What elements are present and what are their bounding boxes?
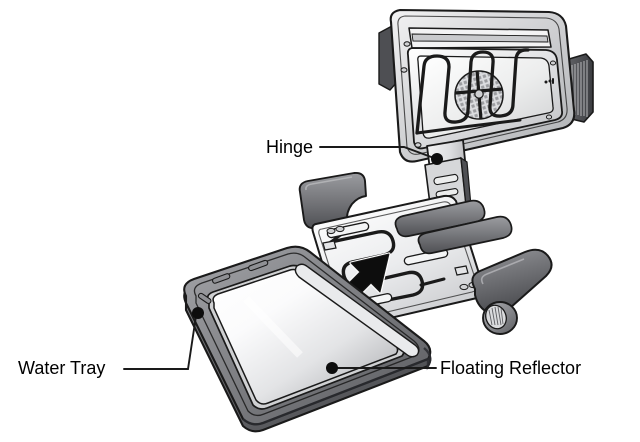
base-crossbar-upper	[394, 199, 486, 238]
callout-leaders	[123, 146, 437, 370]
callout-dots	[192, 153, 443, 374]
lid-shell-bevel	[397, 15, 568, 155]
base-crossbar-lower	[417, 215, 513, 255]
lid-top-rail-shadow	[411, 33, 549, 43]
leader-water-tray	[123, 315, 197, 370]
floating-reflector-sheen	[243, 296, 303, 358]
callout-label-water-tray: Water Tray	[18, 358, 106, 378]
water-tray-front-shadow	[242, 347, 432, 426]
lid-screw-bosses	[400, 41, 557, 148]
lid-heating-element	[415, 48, 530, 135]
callout-dot-hinge	[431, 153, 443, 165]
lid-label-marks	[544, 78, 554, 84]
callout-dot-floating-reflector	[326, 362, 338, 374]
water-tray-assembly	[183, 245, 432, 433]
latch-handle-highlight	[480, 258, 525, 285]
water-tray-rim-slots	[197, 259, 269, 304]
latch-handle	[471, 248, 553, 316]
lid-element-terminal	[415, 118, 522, 135]
callout-dot-water-tray	[192, 307, 204, 319]
lid-waffle-mesh	[454, 70, 504, 120]
callout-label-floating-reflector: Floating Reflector	[440, 358, 582, 378]
water-tray-rim-step	[193, 252, 420, 417]
latch-knob	[482, 301, 518, 335]
base-plate-inner-edge	[318, 201, 478, 322]
base-left-guard-highlight	[305, 176, 353, 191]
water-tray-overflow-channel	[294, 263, 420, 358]
hinge-slot	[433, 173, 459, 186]
callout-label-hinge: Hinge	[266, 137, 314, 157]
upper-lid-assembly	[378, 8, 594, 163]
leader-hinge	[319, 146, 435, 159]
